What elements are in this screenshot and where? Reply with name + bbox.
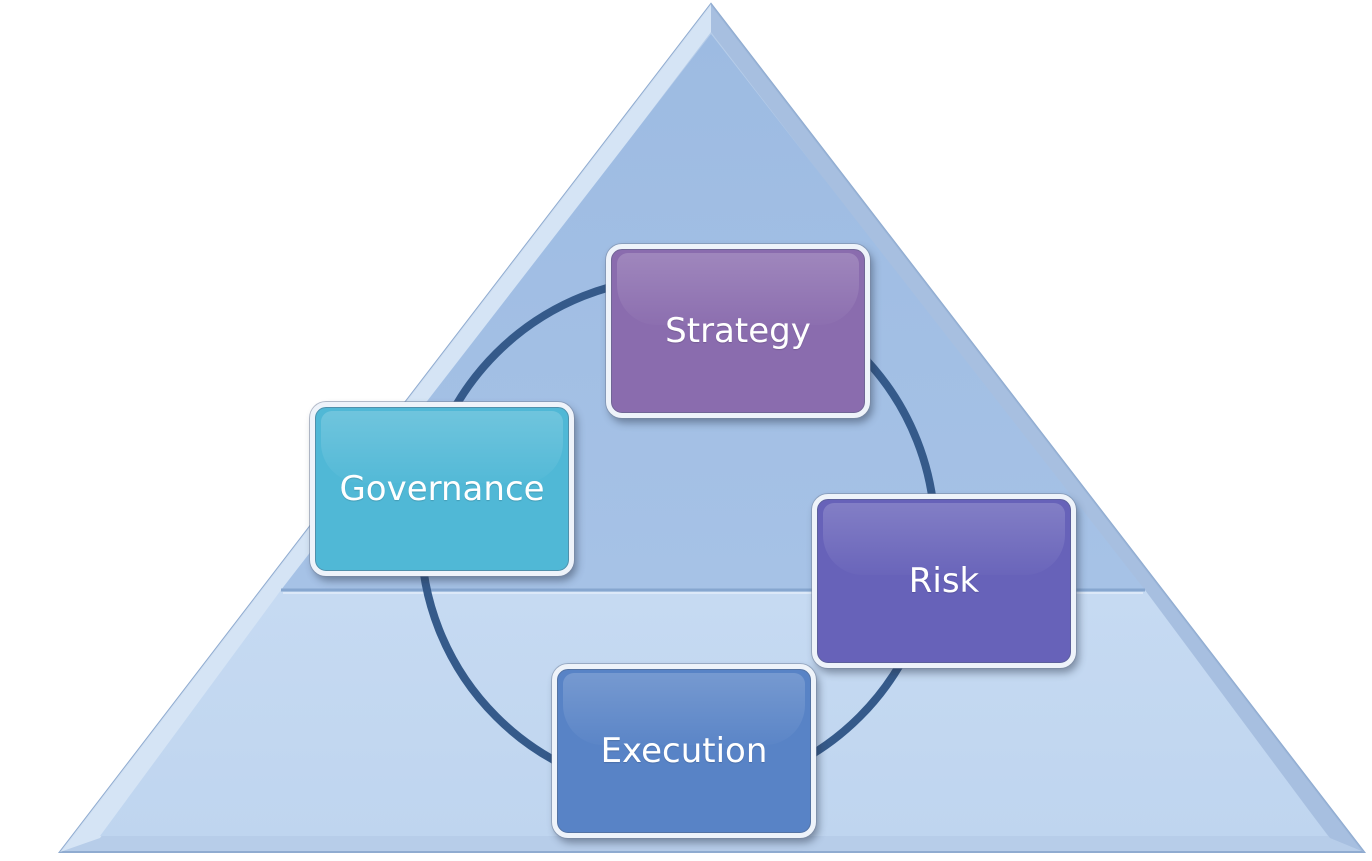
pyramid-right-shade (711, 4, 1364, 852)
strategy-box[interactable]: Strategy (606, 244, 870, 418)
governance-box[interactable]: Governance (310, 402, 574, 576)
risk-label: Risk (908, 561, 980, 601)
governance-label: Governance (339, 469, 545, 509)
strategy-label: Strategy (665, 311, 811, 351)
execution-label: Execution (600, 731, 768, 771)
risk-box[interactable]: Risk (812, 494, 1076, 668)
execution-box[interactable]: Execution (552, 664, 816, 838)
